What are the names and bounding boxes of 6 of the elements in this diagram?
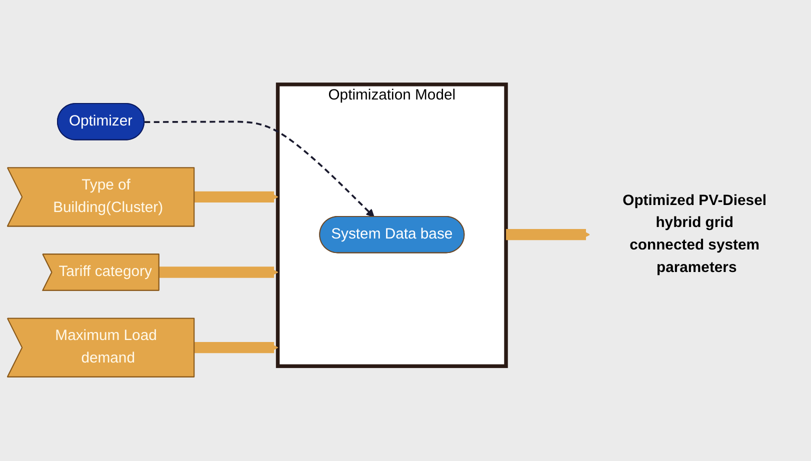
arrow — [194, 342, 278, 353]
arrow — [158, 266, 278, 278]
arrow — [506, 228, 590, 240]
arrow — [144, 120, 374, 218]
node-text: Optimized PV-Diesel hybrid grid connected system parameters — [622, 192, 766, 276]
arrow — [194, 191, 278, 202]
